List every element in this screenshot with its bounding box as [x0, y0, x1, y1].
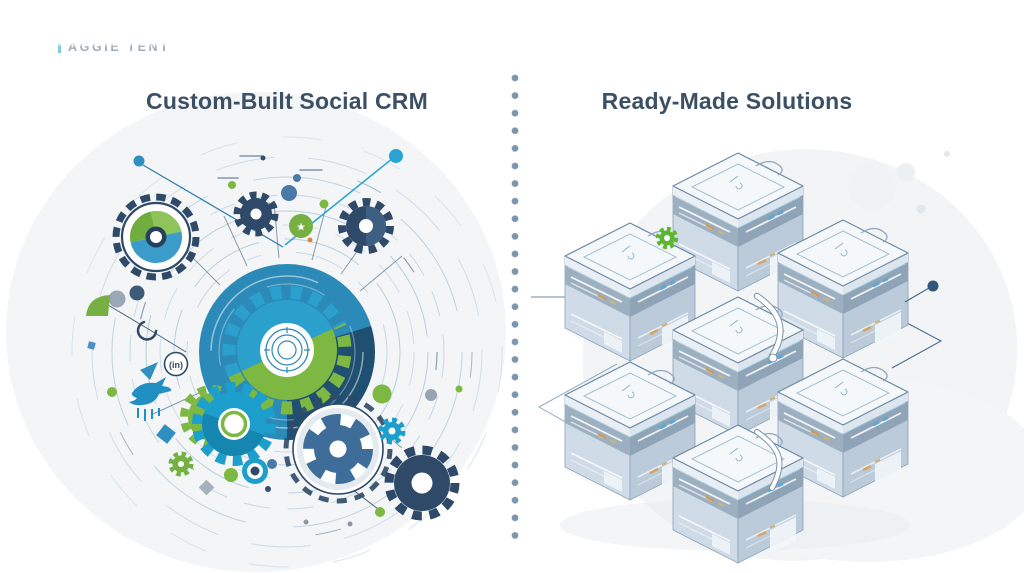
circuit-spokes	[150, 202, 403, 449]
circuit-dots	[107, 149, 463, 527]
node-line	[904, 287, 930, 303]
ring-gear-icon	[283, 394, 393, 504]
gear-icon	[168, 451, 194, 477]
left-illustration: ★	[71, 136, 503, 568]
square-accent	[87, 341, 96, 350]
gear-icon	[338, 198, 394, 254]
wrench-icon	[136, 320, 158, 341]
star-badge-icon: ★	[289, 214, 313, 238]
gear-icon	[378, 417, 406, 445]
dotted-divider	[511, 74, 519, 544]
logo: AGGIE TENT	[55, 37, 173, 54]
cables	[753, 292, 784, 491]
node-dot	[927, 280, 939, 292]
square-accent	[156, 424, 176, 444]
left-panel-title: Custom-Built Social CRM	[146, 88, 428, 114]
svg-text:★: ★	[296, 222, 306, 234]
gear-icon	[384, 445, 460, 521]
right-illustration	[531, 151, 943, 565]
right-panel-title: Ready-Made Solutions	[601, 88, 853, 114]
logo-bar	[58, 40, 61, 53]
green-gear-badge-icon	[655, 226, 679, 250]
linkedin-icon: (in)	[163, 351, 189, 377]
donut-icon	[242, 458, 268, 484]
pie-chart-gear-icon	[112, 193, 200, 281]
svg-text:(in): (in)	[169, 360, 183, 370]
gear-pair-icon	[180, 382, 276, 466]
social-bird-icon	[129, 362, 172, 421]
logo-text: AGGIE TENT	[68, 39, 171, 54]
square-accent	[198, 479, 215, 496]
gear-icon	[233, 191, 279, 237]
leaf-shape	[86, 295, 110, 316]
